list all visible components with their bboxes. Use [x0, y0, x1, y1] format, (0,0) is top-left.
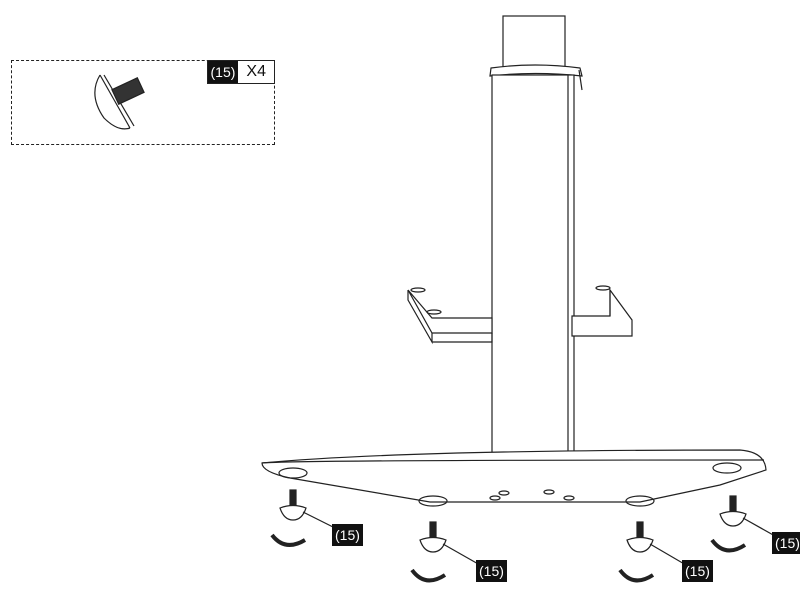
- callout-2: (15): [476, 560, 507, 582]
- part-quantity: X4: [238, 61, 274, 83]
- foot-2: [410, 521, 481, 583]
- quantity-tag: (15) X4: [206, 60, 275, 84]
- column-insert: [502, 15, 566, 69]
- right-bracket: [571, 285, 633, 337]
- parts-box: (15) X4: [11, 60, 275, 145]
- base-plate: [261, 449, 767, 507]
- part-number: (15): [207, 61, 239, 83]
- foot-4: [710, 495, 776, 553]
- foot-part-icon: [94, 74, 145, 130]
- foot-3: [618, 521, 687, 583]
- column: [491, 74, 575, 454]
- callout-1: (15): [332, 524, 363, 546]
- callout-4: (15): [772, 532, 800, 554]
- callout-3: (15): [682, 560, 713, 582]
- foot-1: [270, 489, 336, 547]
- left-bracket: [407, 287, 493, 345]
